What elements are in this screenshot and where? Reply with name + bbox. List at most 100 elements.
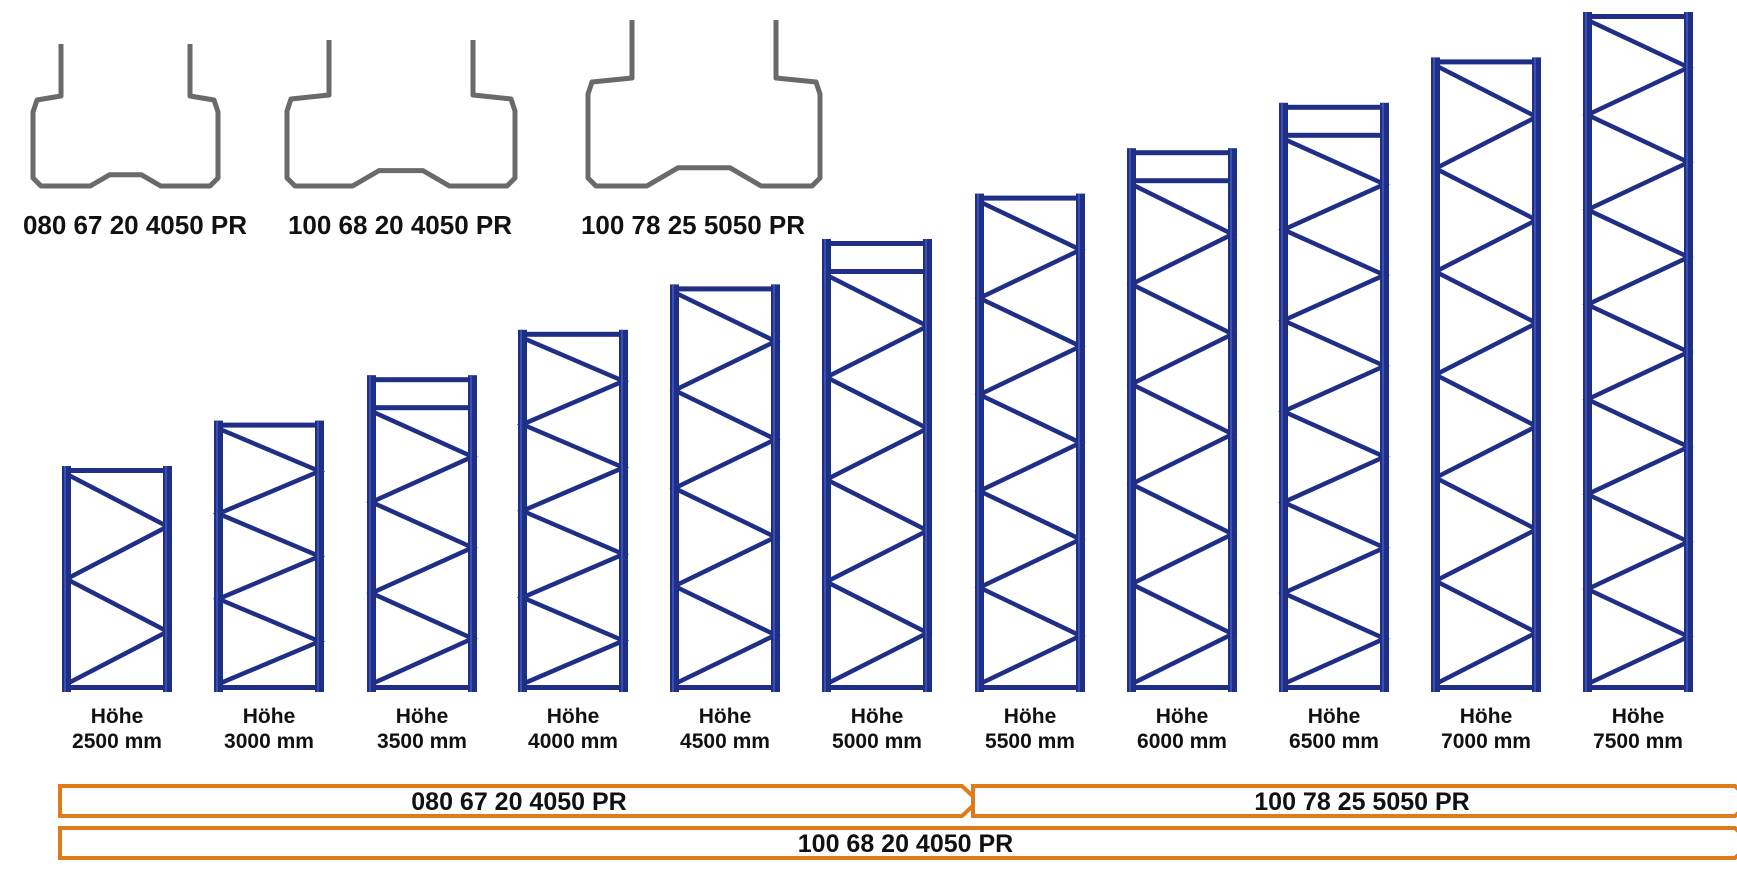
frame-height-caption: Höhe bbox=[1612, 705, 1665, 728]
profiles-section: 080 67 20 4050 PR 100 68 20 4050 PR 100 78… bbox=[23, 20, 823, 240]
frame-left-upright-highlight bbox=[672, 284, 674, 692]
frame-bracing bbox=[366, 409, 478, 687]
frame-right-upright bbox=[315, 420, 324, 692]
frame-bracing bbox=[1582, 17, 1694, 687]
frame-top-beam bbox=[975, 195, 1085, 201]
frame-left-upright bbox=[62, 466, 71, 692]
frame-top-beam bbox=[367, 377, 477, 383]
frame-height-caption: Höhe bbox=[699, 705, 752, 728]
frame-left-upright-highlight bbox=[977, 193, 979, 692]
frame-spacer-beam bbox=[1279, 132, 1389, 138]
frame-bottom-beam bbox=[822, 685, 932, 690]
profile-shape bbox=[585, 20, 823, 189]
frame-left-upright bbox=[1583, 12, 1592, 692]
frame-bottom-beam bbox=[1431, 685, 1541, 690]
frame-height-caption: Höhe bbox=[547, 705, 600, 728]
range-arrow-3: 100 68 20 4050 PR bbox=[58, 826, 1737, 860]
frame-height-value: 6500 mm bbox=[1289, 730, 1379, 753]
range-arrow-label: 100 78 25 5050 PR bbox=[1254, 788, 1469, 816]
frame-top-beam bbox=[1583, 14, 1693, 19]
frame-top-beam bbox=[518, 331, 628, 337]
frame-height-caption: Höhe bbox=[1004, 705, 1057, 728]
profile-shape bbox=[284, 40, 518, 189]
frame-right-upright-highlight bbox=[925, 239, 927, 692]
frame-bottom-beam bbox=[975, 685, 1085, 690]
frame-bottom-beam bbox=[670, 685, 780, 690]
frame-height-value: 7000 mm bbox=[1441, 730, 1531, 753]
frame-height-caption: Höhe bbox=[1156, 705, 1209, 728]
frame-left-upright-highlight bbox=[369, 375, 371, 692]
frame-bottom-beam bbox=[367, 685, 477, 690]
frame-left-upright bbox=[214, 420, 223, 692]
frame-left-upright bbox=[670, 284, 679, 692]
frame-height-caption: Höhe bbox=[396, 705, 449, 728]
frame-right-upright-highlight bbox=[1382, 102, 1384, 693]
frame-right-upright-highlight bbox=[773, 284, 775, 692]
frame-right-upright-highlight bbox=[470, 375, 472, 692]
frame-bracing bbox=[1430, 63, 1542, 687]
profile-3: 100 78 25 5050 PR bbox=[581, 20, 823, 240]
frame-bracing bbox=[61, 472, 173, 686]
profile-shape bbox=[30, 44, 221, 189]
frame-height-value: 5500 mm bbox=[985, 730, 1075, 753]
frame-right-upright bbox=[468, 375, 477, 692]
frame-right-upright-highlight bbox=[165, 466, 167, 692]
frame-bottom-beam bbox=[1279, 685, 1389, 690]
frame-right-upright bbox=[1532, 57, 1541, 692]
frame-top-beam bbox=[1279, 104, 1389, 110]
range-arrow-shape bbox=[971, 784, 1737, 818]
frame-bracing bbox=[669, 290, 781, 687]
frame-right-upright bbox=[1684, 12, 1693, 692]
frame-spacer-beam bbox=[822, 269, 932, 274]
frame-right-upright bbox=[1076, 193, 1085, 692]
frame-left-upright bbox=[1279, 102, 1288, 693]
frame-right-upright bbox=[1228, 148, 1237, 692]
frame-bracing bbox=[1278, 136, 1390, 687]
frame-height-value: 2500 mm bbox=[72, 730, 162, 753]
frame-left-upright bbox=[975, 193, 984, 692]
frame-left-upright-highlight bbox=[64, 466, 66, 692]
frame-bottom-beam bbox=[1127, 685, 1237, 690]
frame-bracing bbox=[212, 426, 326, 687]
frame-top-beam bbox=[670, 286, 780, 292]
frame-bottom-beam bbox=[62, 685, 172, 690]
frame-top-beam bbox=[1431, 59, 1541, 65]
frame-right-upright bbox=[163, 466, 172, 692]
frame-height-value: 4500 mm bbox=[680, 730, 770, 753]
frame-right-upright-highlight bbox=[1230, 148, 1232, 692]
profile-1: 080 67 20 4050 PR bbox=[23, 44, 247, 240]
frame-height-value: 3500 mm bbox=[377, 730, 467, 753]
frame-right-upright bbox=[771, 284, 780, 692]
frame-left-upright-highlight bbox=[824, 239, 826, 692]
frame-left-upright bbox=[518, 329, 527, 692]
frame-top-beam bbox=[214, 422, 324, 428]
frame-height-value: 4000 mm bbox=[528, 730, 618, 753]
range-arrow-shape bbox=[58, 784, 981, 818]
frame-left-upright-highlight bbox=[1129, 148, 1131, 692]
frame-right-upright bbox=[923, 239, 932, 692]
frame-left-upright-highlight bbox=[216, 420, 218, 692]
frame-bottom-beam bbox=[214, 685, 324, 690]
frame-height-caption: Höhe bbox=[243, 705, 296, 728]
frame-top-beam bbox=[1127, 150, 1237, 156]
frame-left-upright-highlight bbox=[520, 329, 522, 692]
frame-height-value: 6000 mm bbox=[1137, 730, 1227, 753]
profile-code-label: 100 68 20 4050 PR bbox=[288, 210, 512, 240]
frame-bracing bbox=[516, 335, 630, 687]
frame-bracing bbox=[821, 272, 933, 687]
frame-height-value: 3000 mm bbox=[224, 730, 314, 753]
frame-right-upright-highlight bbox=[317, 420, 319, 692]
frame-top-beam bbox=[62, 468, 172, 473]
frame-right-upright bbox=[1380, 102, 1389, 693]
